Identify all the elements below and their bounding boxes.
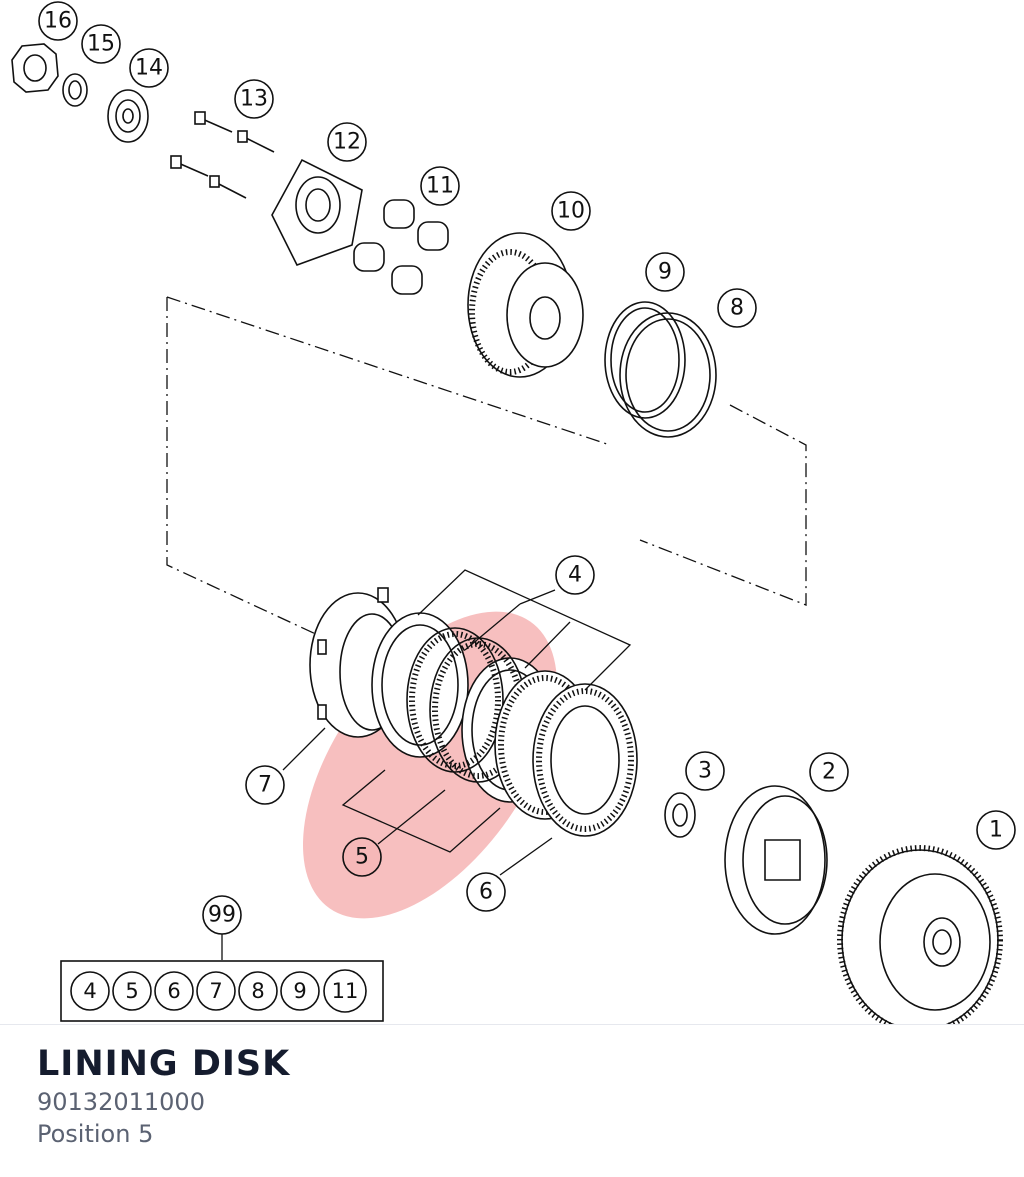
part-15-washer[interactable] <box>62 73 88 107</box>
svg-text:8: 8 <box>251 979 264 1003</box>
svg-text:12: 12 <box>333 130 361 155</box>
svg-text:2: 2 <box>822 760 836 785</box>
callout-14[interactable]: 14 <box>129 48 169 88</box>
part-title: LINING DISK <box>37 1044 291 1084</box>
assembly-path-lines <box>166 296 807 637</box>
svg-text:15: 15 <box>87 32 115 57</box>
svg-text:1: 1 <box>989 818 1003 843</box>
part-3-washer[interactable] <box>664 792 696 838</box>
callout-10[interactable]: 10 <box>551 191 591 231</box>
callout-9[interactable]: 9 <box>645 252 685 292</box>
part-2-pressure-disk[interactable] <box>724 785 828 935</box>
part-11-springs[interactable] <box>353 199 449 295</box>
part-1-clutch-basket[interactable] <box>837 845 1003 1024</box>
callout-13[interactable]: 13 <box>234 79 274 119</box>
svg-text:9: 9 <box>293 979 306 1003</box>
callout-1[interactable]: 1 <box>976 810 1016 850</box>
part-info-panel: LINING DISK 90132011000 Position 5 <box>37 1042 987 1150</box>
svg-text:7: 7 <box>209 979 222 1003</box>
svg-text:5: 5 <box>355 845 369 870</box>
callout-11[interactable]: 11 <box>420 166 460 206</box>
part-9-snap-ring[interactable] <box>604 301 686 419</box>
callout-15[interactable]: 15 <box>81 24 121 64</box>
svg-text:16: 16 <box>44 9 72 34</box>
part-position: Position 5 <box>37 1120 154 1148</box>
part-14-bearing[interactable] <box>107 89 149 143</box>
callout-4[interactable]: 4 <box>555 555 595 595</box>
svg-text:5: 5 <box>125 979 138 1003</box>
exploded-parts-diagram: 16 15 14 13 12 11 10 9 8 4 7 5 <box>11 1 1016 1024</box>
callout-2[interactable]: 2 <box>809 752 849 792</box>
svg-text:7: 7 <box>258 773 272 798</box>
callout-8[interactable]: 8 <box>717 288 757 328</box>
part-13-bolts[interactable] <box>170 111 275 199</box>
svg-text:8: 8 <box>730 296 744 321</box>
svg-text:6: 6 <box>167 979 180 1003</box>
callout-7[interactable]: 7 <box>245 765 285 805</box>
svg-text:10: 10 <box>557 199 585 224</box>
section-divider <box>0 1024 1024 1025</box>
svg-text:6: 6 <box>479 880 493 905</box>
part-6-friction-disks[interactable] <box>494 670 638 837</box>
svg-text:9: 9 <box>658 260 672 285</box>
svg-text:14: 14 <box>135 56 163 81</box>
callout-3[interactable]: 3 <box>685 751 725 791</box>
callout-16[interactable]: 16 <box>38 1 78 41</box>
part-12-pressure-plate[interactable] <box>271 158 363 266</box>
svg-text:11: 11 <box>426 174 454 199</box>
svg-text:99: 99 <box>208 903 236 928</box>
svg-text:4: 4 <box>568 563 582 588</box>
part-number: 90132011000 <box>37 1088 205 1116</box>
callout-bracket-lines <box>221 569 632 960</box>
callout-12[interactable]: 12 <box>327 122 367 162</box>
callout-5[interactable]: 5 <box>342 837 382 877</box>
part-10-clutch-hub[interactable] <box>467 232 584 378</box>
kit-99-contents-box: 4 5 6 7 8 9 11 <box>60 960 384 1022</box>
svg-text:3: 3 <box>698 759 712 784</box>
svg-text:13: 13 <box>240 87 268 112</box>
svg-text:4: 4 <box>83 979 96 1003</box>
callout-6[interactable]: 6 <box>466 872 506 912</box>
part-8-damper-ring[interactable] <box>619 312 717 438</box>
svg-text:11: 11 <box>332 979 359 1003</box>
kit-99-callout[interactable]: 99 <box>202 895 242 935</box>
part-16-nut[interactable] <box>11 43 59 93</box>
